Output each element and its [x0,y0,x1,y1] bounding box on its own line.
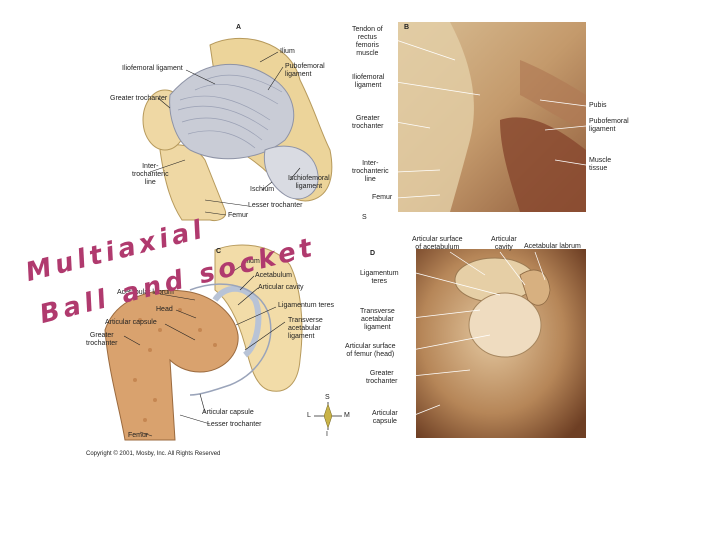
panel-c-letter: C [216,248,222,255]
label-d-transverse: Transverse acetabular ligament [360,308,395,331]
compass-m: M [344,412,350,419]
label-b-pubofemoral: Pubofemoral ligament [589,118,629,133]
label-a-femur: Femur [228,212,249,219]
label-b-femur: Femur [372,194,393,201]
label-b-iliofemoral: Iliofemoral ligament [352,74,385,89]
label-a-ischiofemoral: Ischiofemoral ligament [288,175,330,190]
label-c-articular-capsule: Articular capsule [105,319,157,326]
compass-l: L [307,412,311,419]
label-d-articular-cavity: Articular cavity [491,236,517,251]
label-a-intertrochanteric: Inter- trochanteric line [132,163,169,186]
panel-a-letter: A [236,24,242,31]
label-c-acetabular-labrum: Acetabular labrum [117,289,174,296]
copyright: Copyright © 2001, Mosby, Inc. All Rights… [86,451,221,457]
label-a-ischium: Ischium [250,186,275,193]
label-d-acetabular-labrum: Acetabular labrum [524,243,581,250]
label-d-articular-surface-femur: Articular surface of femur (head) [345,343,396,358]
label-c-femur: Femur [128,432,149,439]
label-a-ilium: Ilium [280,48,295,55]
label-b-tendon: Tendon of rectus femoris muscle [352,26,383,57]
label-b-intertrochanteric: Inter- trochanteric line [352,160,389,183]
label-b-pubis: Pubis [589,102,607,109]
compass-i: I [326,431,328,438]
label-c-ilium: Ilium [245,258,260,265]
label-c-articular-cavity: Articular cavity [258,284,304,291]
label-b-orient: S [362,214,367,221]
panel-d-letter: D [370,250,376,257]
label-a-iliofemoral: Iliofemoral ligament [122,65,183,72]
label-b-muscle: Muscle tissue [589,157,612,172]
label-b-greater-trochanter: Greater trochanter [352,115,384,130]
label-c-acetabulum: Acetabulum [255,272,292,279]
label-a-greater-trochanter: Greater trochanter [110,95,168,102]
label-d-articular-capsule: Articular capsule [372,410,398,425]
label-a-pubofemoral: Pubofemoral ligament [285,63,325,78]
compass-s: S [325,394,330,401]
label-c-transverse: Transverse acetabular ligament [288,317,323,340]
label-c-ligamentum-teres: Ligamentum teres [278,302,335,309]
label-c-head: Head [156,306,173,313]
label-d-ligamentum-teres: Ligamentum teres [360,270,399,285]
label-d-greater-trochanter: Greater trochanter [366,370,398,385]
label-c-articular-capsule-2: Articular capsule [202,409,254,416]
label-c-greater-trochanter: Greater trochanter [86,332,118,347]
label-a-lesser-trochanter: Lesser trochanter [248,202,303,209]
label-d-articular-surface-acetabulum: Articular surface of acetabulum [412,236,463,251]
label-c-lesser-trochanter: Lesser trochanter [207,421,262,428]
panel-b-letter: B [404,24,410,31]
